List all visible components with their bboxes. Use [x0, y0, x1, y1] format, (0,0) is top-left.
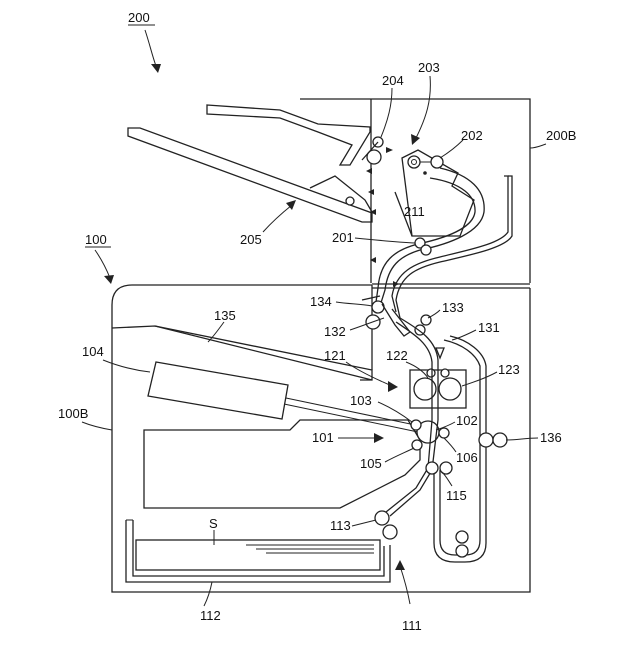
label-123: 123 — [498, 362, 520, 377]
label-112: 112 — [200, 608, 221, 623]
label-135: 135 — [214, 308, 236, 323]
label-103: 103 — [350, 393, 372, 408]
label-202: 202 — [461, 128, 483, 143]
pickup-roller — [375, 511, 397, 539]
label-100: 100 — [85, 232, 107, 247]
upper-output-tray — [207, 105, 370, 165]
label-111: 111 — [402, 618, 422, 633]
exposure-unit — [148, 362, 420, 432]
label-122: 122 — [386, 348, 408, 363]
label-106: 106 — [456, 450, 478, 465]
upper-unit-housing — [300, 99, 530, 288]
label-131: 131 — [478, 320, 500, 335]
reading-unit — [395, 150, 474, 236]
label-102: 102 — [456, 413, 478, 428]
upper-conveyance-path — [370, 168, 512, 318]
label-201: 201 — [332, 230, 354, 245]
label-113: 113 — [330, 518, 351, 533]
label-115: 115 — [446, 488, 467, 503]
document-feed-tray — [128, 128, 372, 222]
label-104: 104 — [82, 344, 104, 359]
label-105: 105 — [360, 456, 382, 471]
label-101: 101 — [312, 430, 334, 445]
label-134: 134 — [310, 294, 332, 309]
label-100B: 100B — [58, 406, 88, 421]
label-132: 132 — [324, 324, 346, 339]
label-200: 200 — [128, 10, 150, 25]
label-203: 203 — [418, 60, 440, 75]
label-133: 133 — [442, 300, 464, 315]
label-136: 136 — [540, 430, 562, 445]
label-211: 211 — [404, 204, 425, 219]
leader-lines — [82, 30, 546, 606]
label-200B: 200B — [546, 128, 576, 143]
label-S: S — [209, 516, 218, 531]
label-205: 205 — [240, 232, 262, 247]
label-121: 121 — [324, 348, 346, 363]
process-cartridge — [144, 420, 449, 508]
label-204: 204 — [382, 73, 404, 88]
